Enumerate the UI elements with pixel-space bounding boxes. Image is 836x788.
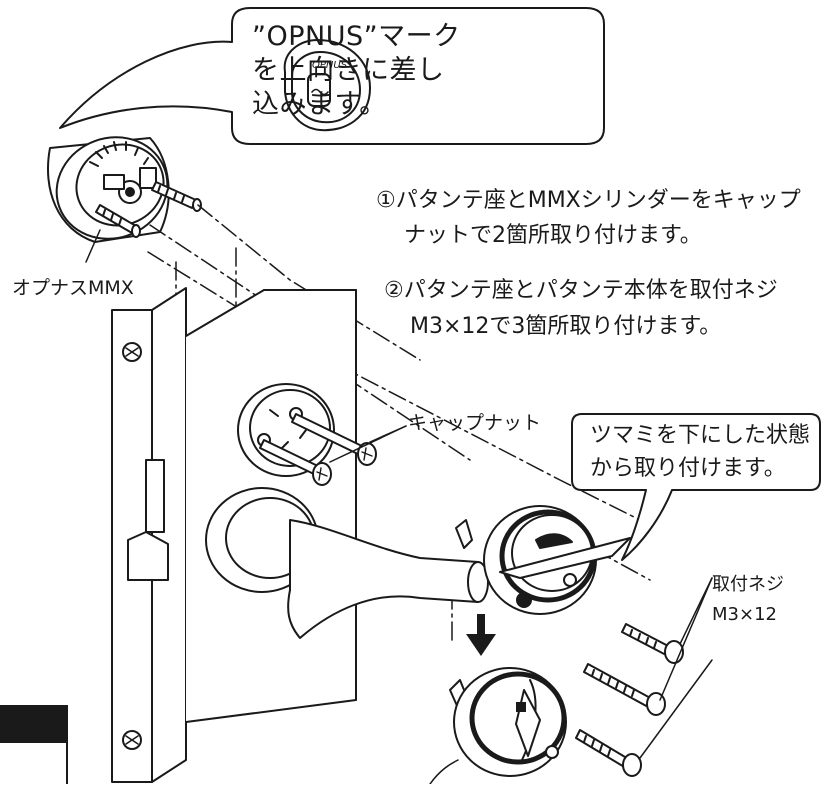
cap-nut-label: キャップナット	[408, 412, 542, 434]
step-2-line-1: ②パタンテ座とパタンテ本体を取付ネジ	[384, 278, 778, 303]
cylinder-instruction-line-3: 込みます。	[252, 89, 387, 120]
cylinder-instruction-line-2: を上向きに差し	[252, 55, 445, 86]
page-tab-fill	[0, 705, 68, 743]
cylinder-face: OPNUS	[283, 39, 371, 132]
faceplate	[111, 287, 187, 783]
thumbturn-lower	[429, 667, 567, 785]
step-1-line-1: ①パタンテ座とMMXシリンダーをキャップ	[376, 188, 801, 213]
page-tab-marker	[0, 705, 68, 784]
cylinder-label: オプナスMMX	[12, 277, 134, 299]
cap-nuts	[259, 413, 407, 486]
thumbturn-callout	[571, 413, 821, 561]
screw-label-line-1: 取付ネジ	[712, 574, 784, 595]
page-tab-edge	[66, 743, 68, 784]
opnus-mark: OPNUS	[312, 60, 348, 71]
cylinder-callout: OPNUS	[59, 7, 605, 145]
thumbturn-upper	[455, 505, 631, 615]
arrow-down-icon	[466, 614, 496, 656]
screw-label-line-2: M3×12	[712, 604, 777, 625]
step-2-line-2: M3×12で3箇所取り付けます。	[410, 314, 722, 339]
thumbturn-instruction-line-2: から取り付けます。	[590, 456, 786, 481]
mounting-screws	[575, 577, 713, 777]
escutcheon-base	[237, 383, 335, 477]
cylinder-assembly	[46, 136, 202, 263]
cylinder-instruction-line-1: ”OPNUS”マーク	[252, 21, 461, 52]
lever-handle	[205, 487, 489, 639]
step-1-line-2: ナットで2箇所取り付けます。	[404, 223, 702, 248]
thumbturn-instruction-line-1: ツマミを下にした状態	[590, 423, 811, 448]
